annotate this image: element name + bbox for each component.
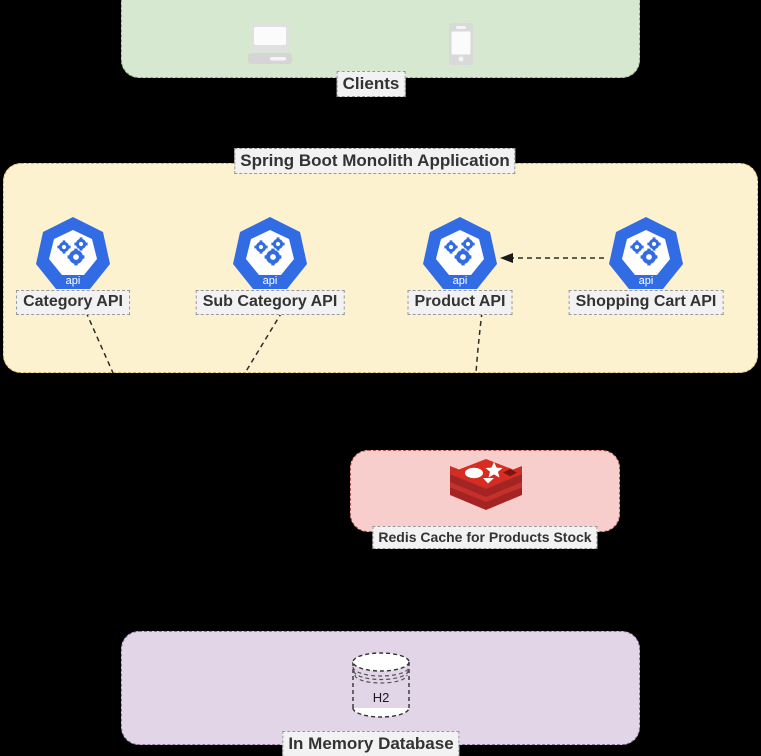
mobile-phone-icon	[449, 23, 473, 70]
kubernetes-api-icon[interactable]: api	[421, 214, 499, 292]
redis-cache-zone-label: Redis Cache for Products Stock	[372, 526, 598, 549]
desktop-computer-icon	[248, 24, 292, 69]
kubernetes-api-icon[interactable]: api	[34, 214, 112, 292]
api-icon-text: api	[263, 275, 278, 287]
database-icon-text: H2	[372, 690, 390, 705]
api-label-product[interactable]: Product API	[407, 290, 513, 315]
redis-logo-icon	[448, 457, 524, 524]
api-icon-text: api	[639, 275, 654, 287]
database-cylinder-icon	[345, 650, 417, 727]
clients-zone[interactable]	[121, 0, 640, 78]
api-icon-text: api	[66, 275, 81, 287]
api-icon-text: api	[453, 275, 468, 287]
api-label-sub-category[interactable]: Sub Category API	[195, 290, 345, 315]
clients-zone-label: Clients	[336, 71, 406, 97]
api-label-category[interactable]: Category API	[16, 290, 130, 315]
kubernetes-api-icon[interactable]: api	[607, 214, 685, 292]
in-memory-database-zone-label: In Memory Database	[282, 731, 460, 756]
monolith-zone-label: Spring Boot Monolith Application	[234, 148, 516, 174]
kubernetes-api-icon[interactable]: api	[231, 214, 309, 292]
in-memory-database-zone[interactable]	[121, 631, 640, 745]
api-label-shopping-cart[interactable]: Shopping Cart API	[568, 290, 724, 315]
